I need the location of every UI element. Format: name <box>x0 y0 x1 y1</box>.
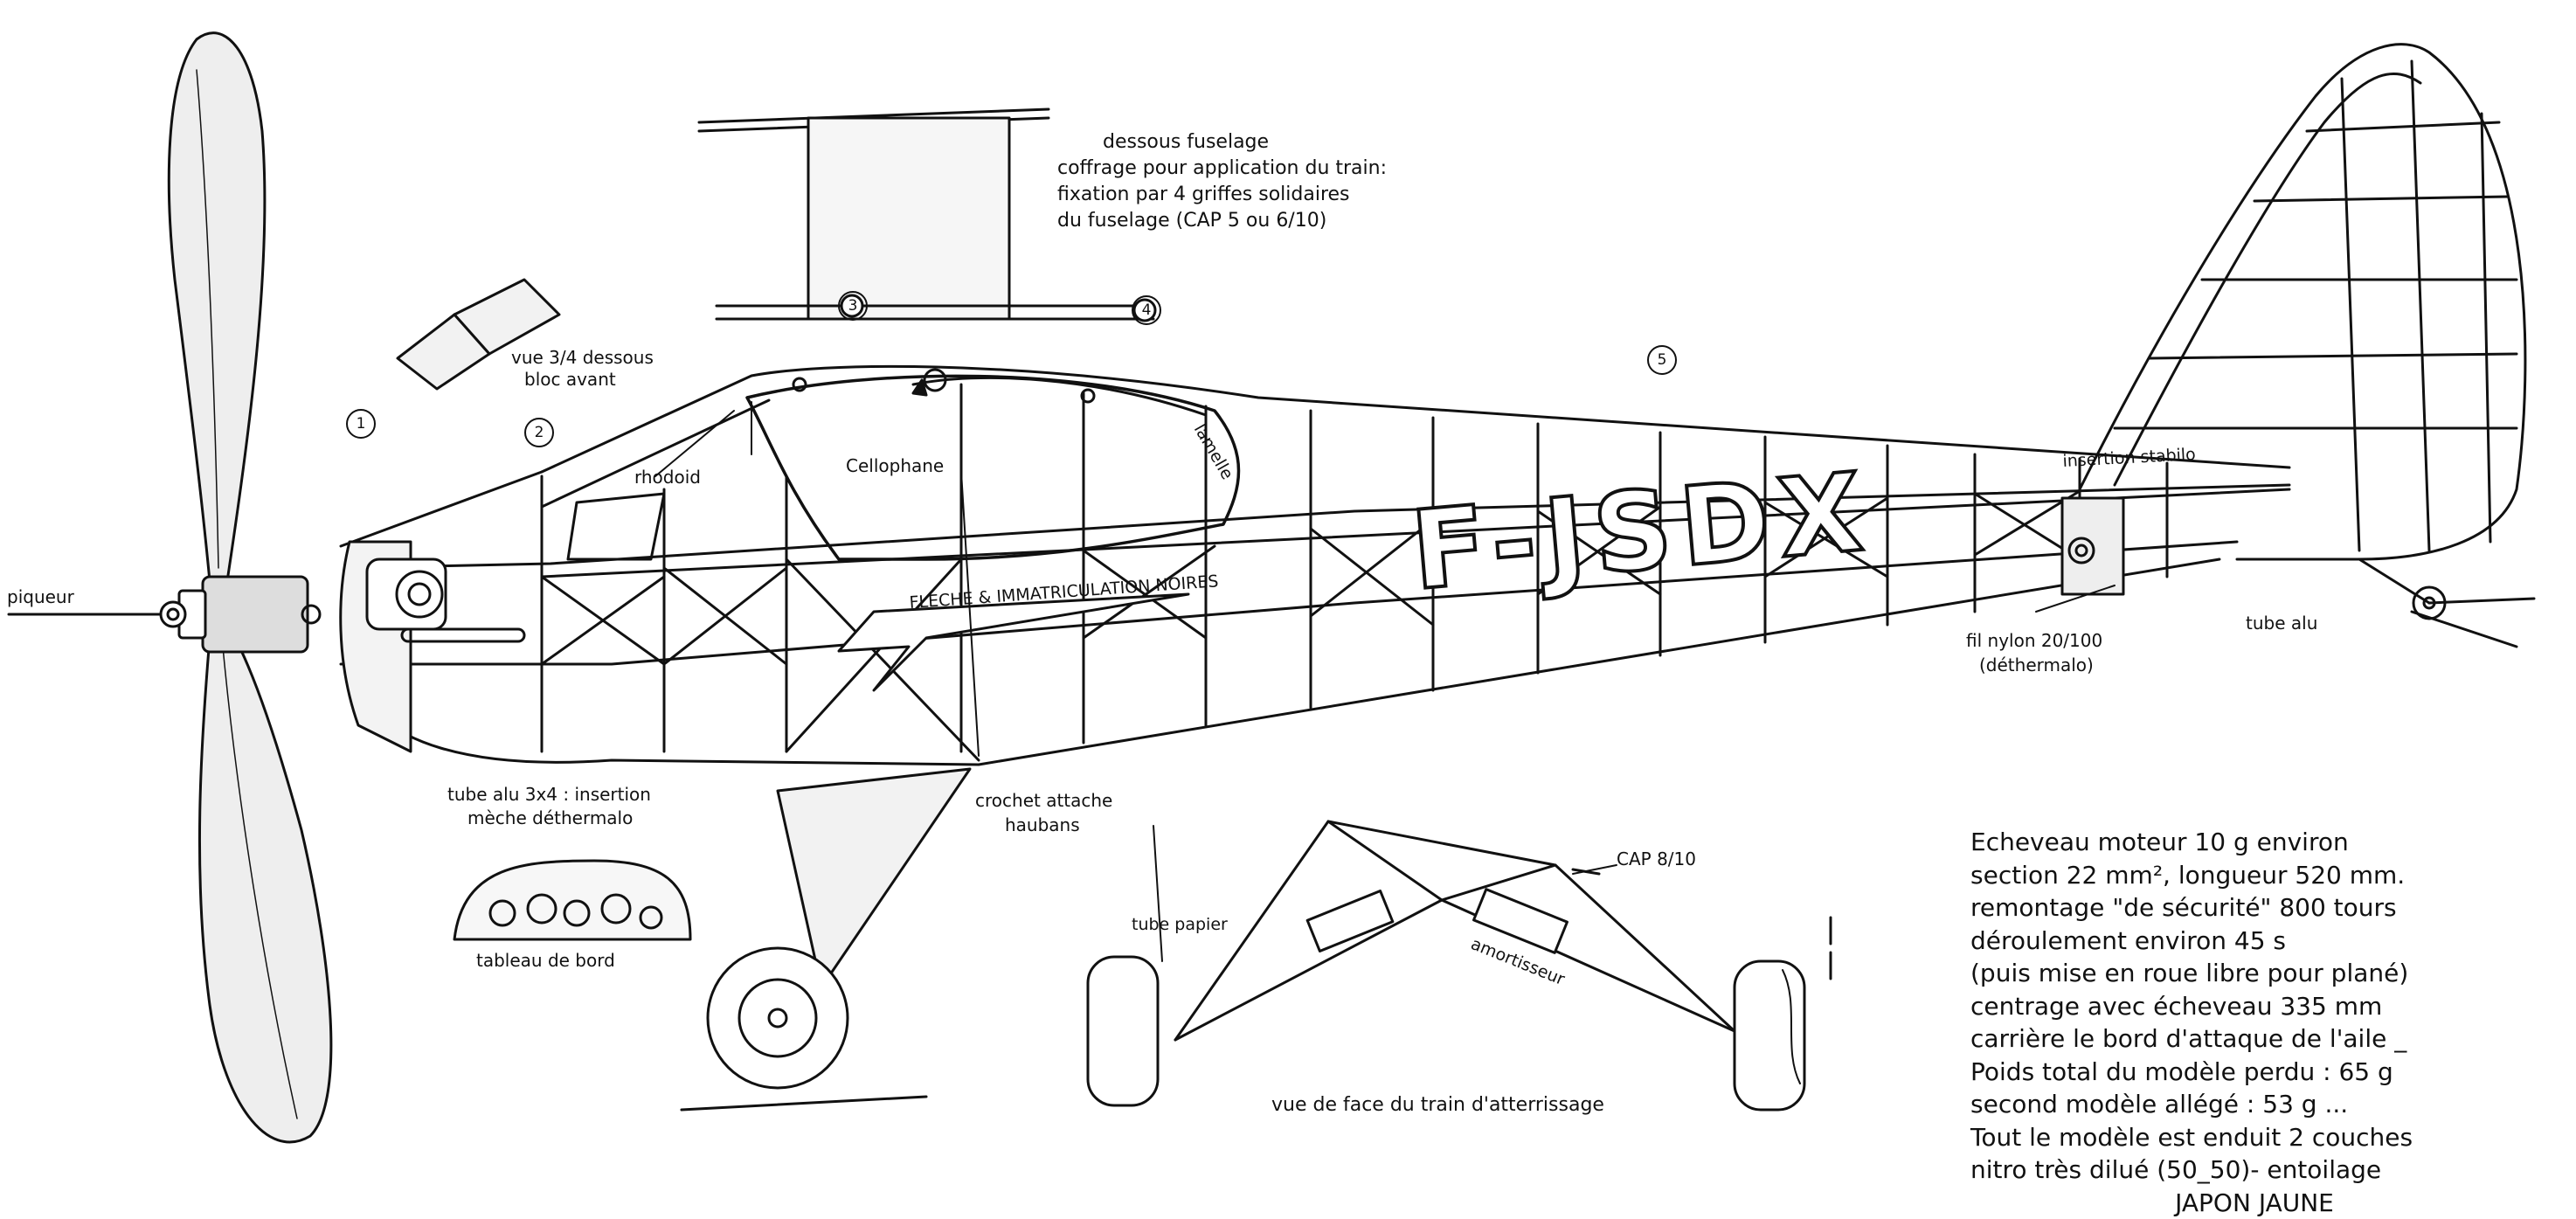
underside-line-3: fixation par 4 griffes solidaires <box>1057 184 1350 205</box>
alu-tube-label-2: mèche déthermalo <box>467 807 634 828</box>
underside-line-2: coffrage pour application du train: <box>1057 157 1388 179</box>
cellophane-label: Cellophane <box>846 455 945 476</box>
note-line: remontage "de sécurité" 800 tours <box>1970 893 2397 923</box>
instrument-panel <box>453 859 692 941</box>
marker-3: 3 <box>838 291 868 321</box>
underside-fuselage-view <box>697 107 1157 322</box>
marker-4: 4 <box>1132 295 1161 325</box>
note-line: carrière le bord d'attaque de l'aile _ <box>1970 1024 2407 1054</box>
note-line: centrage avec écheveau 335 mm <box>1970 991 2383 1021</box>
paper-tube-label: tube papier <box>1132 915 1228 934</box>
nylon-wire-label-1: fil nylon 20/100 <box>1966 630 2103 651</box>
marker-2: 2 <box>524 418 554 447</box>
piqueur-label: piqueur <box>7 586 74 607</box>
spec-notes: Echeveau moteur 10 g environ section 22 … <box>1970 826 2538 1219</box>
note-line: Poids total du modèle perdu : 65 g <box>1970 1056 2393 1086</box>
rhodoid-label: rhodoid <box>634 467 701 488</box>
nose-block-3-4-view <box>396 278 752 455</box>
propeller <box>7 31 333 1144</box>
front-gear-view-label: vue de face du train d'atterrissage <box>1271 1094 1604 1116</box>
front-view-landing-gear <box>1086 820 1832 1112</box>
fuselage <box>339 364 2291 766</box>
note-line: Tout le modèle est enduit 2 couches <box>1970 1122 2413 1152</box>
vertical-tail <box>2078 43 2536 648</box>
note-line: JAPON JAUNE <box>2175 1188 2334 1217</box>
leader-lines <box>654 410 2116 962</box>
cap-label: CAP 8/10 <box>1617 848 1696 869</box>
underside-line-4: du fuselage (CAP 5 ou 6/10) <box>1057 210 1327 232</box>
note-line: nitro très dilué (50_50)- entoilage <box>1970 1155 2382 1185</box>
view-3-4-label-2: bloc avant <box>524 369 616 390</box>
note-line: (puis mise en roue libre pour plané) <box>1970 959 2409 988</box>
note-line: second modèle allégé : 53 g ... <box>1970 1090 2349 1119</box>
underside-title: dessous fuselage <box>1103 131 1270 153</box>
marker-1: 1 <box>346 409 376 439</box>
note-line: déroulement environ 45 s <box>1970 925 2287 955</box>
view-3-4-label-1: vue 3/4 dessous <box>511 347 654 368</box>
nylon-wire-label-2: (déthermalo) <box>1979 655 2094 675</box>
model-plan-drawing <box>7 31 2536 1144</box>
main-landing-gear-side <box>680 767 972 1112</box>
instrument-panel-label: tableau de bord <box>476 950 615 971</box>
strut-hook-label-1: crochet attache <box>975 790 1113 811</box>
marker-5: 5 <box>1647 345 1677 375</box>
note-line: Echeveau moteur 10 g environ <box>1970 828 2349 856</box>
tail-tube-label: tube alu <box>2246 613 2318 634</box>
note-line: section 22 mm², longueur 520 mm. <box>1970 860 2406 890</box>
strut-hook-label-2: haubans <box>1005 814 1080 835</box>
alu-tube-label-1: tube alu 3x4 : insertion <box>447 784 651 805</box>
